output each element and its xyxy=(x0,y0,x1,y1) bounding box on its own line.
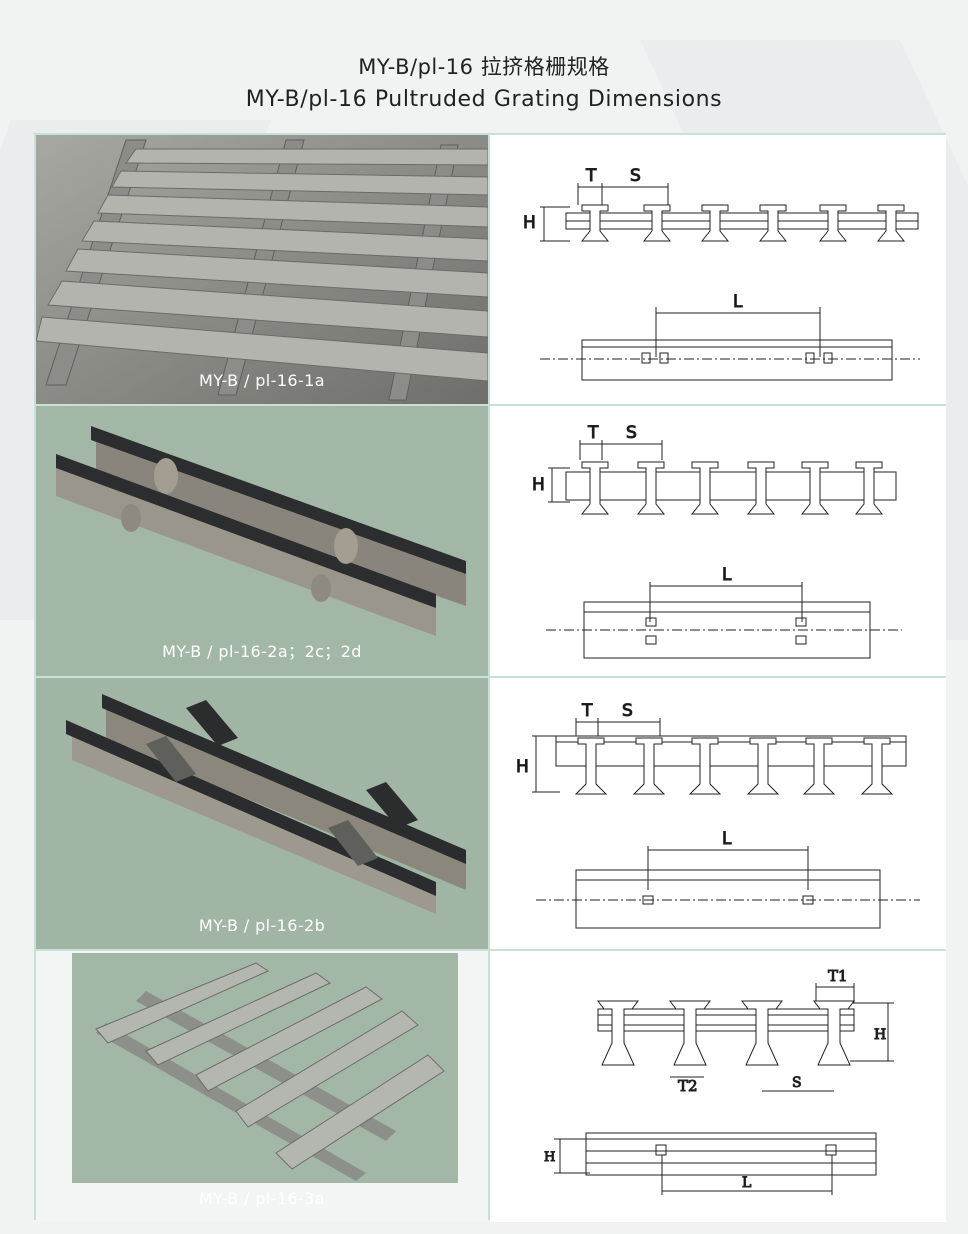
dimension-drawing-2a: T S H L xyxy=(490,406,946,676)
product-photo-2b: MY-B / pl-16-2b xyxy=(36,678,488,949)
page-title-en: MY-B/pl-16 Pultruded Grating Dimensions xyxy=(245,87,723,112)
technical-drawing-1a: T S H L xyxy=(523,166,920,381)
page-header: MY-B/pl-16 拉挤格栅规格 MY-B/pl-16 Pultruded G… xyxy=(0,52,968,116)
product-photo-3a: MY-B / pl-16-3a xyxy=(36,951,488,1222)
page-title-cn: MY-B/pl-16 拉挤格栅规格 xyxy=(358,55,610,79)
grating-photo-2b xyxy=(36,678,488,949)
dimension-label-t: T xyxy=(585,166,597,186)
photo-caption: MY-B / pl-16-2b xyxy=(198,916,326,935)
spec-grid: MY-B / pl-16-1a T S H xyxy=(34,133,946,1222)
dimension-label-l: L xyxy=(742,1175,751,1191)
photo-caption: MY-B / pl-16-1a xyxy=(199,371,325,390)
dimension-label-h: H xyxy=(874,1027,886,1043)
dimension-drawing-1a: T S H L xyxy=(490,135,946,404)
technical-drawing-2a: T S H L xyxy=(532,423,902,659)
product-photo-1a: MY-B / pl-16-1a xyxy=(36,135,488,404)
dimension-label-h: H xyxy=(532,475,545,495)
dimension-label-t: T xyxy=(581,701,593,721)
dimension-drawing-3a: T1 H T2 S H xyxy=(490,951,946,1222)
dimension-drawing-2b: T S H L xyxy=(490,678,946,949)
technical-drawing-2b: T S H L xyxy=(516,701,920,929)
dimension-label-h: H xyxy=(523,213,536,233)
dimension-label-l: L xyxy=(733,292,743,312)
dimension-label-h2: H xyxy=(544,1150,555,1165)
dimension-label-l: L xyxy=(722,829,732,849)
dimension-label-s: S xyxy=(792,1075,802,1091)
grating-photo-3a xyxy=(72,953,458,1183)
technical-drawing-3a: T1 H T2 S H xyxy=(544,967,894,1195)
dimension-label-s: S xyxy=(622,701,633,721)
photo-caption: MY-B / pl-16-3a xyxy=(199,1189,325,1208)
dimension-label-h: H xyxy=(516,757,529,777)
dimension-label-t: T xyxy=(587,423,599,443)
dimension-label-l: L xyxy=(722,565,732,585)
product-photo-2a: MY-B / pl-16-2a；2c；2d xyxy=(36,406,488,676)
photo-caption: MY-B / pl-16-2a；2c；2d xyxy=(162,642,362,661)
dimension-label-s: S xyxy=(626,423,637,443)
grating-photo-1a xyxy=(36,135,488,404)
dimension-label-s: S xyxy=(630,166,641,186)
dimension-label-t2: T2 xyxy=(678,1077,698,1095)
dimension-label-t1: T1 xyxy=(828,967,848,985)
grating-photo-2a xyxy=(36,406,488,676)
